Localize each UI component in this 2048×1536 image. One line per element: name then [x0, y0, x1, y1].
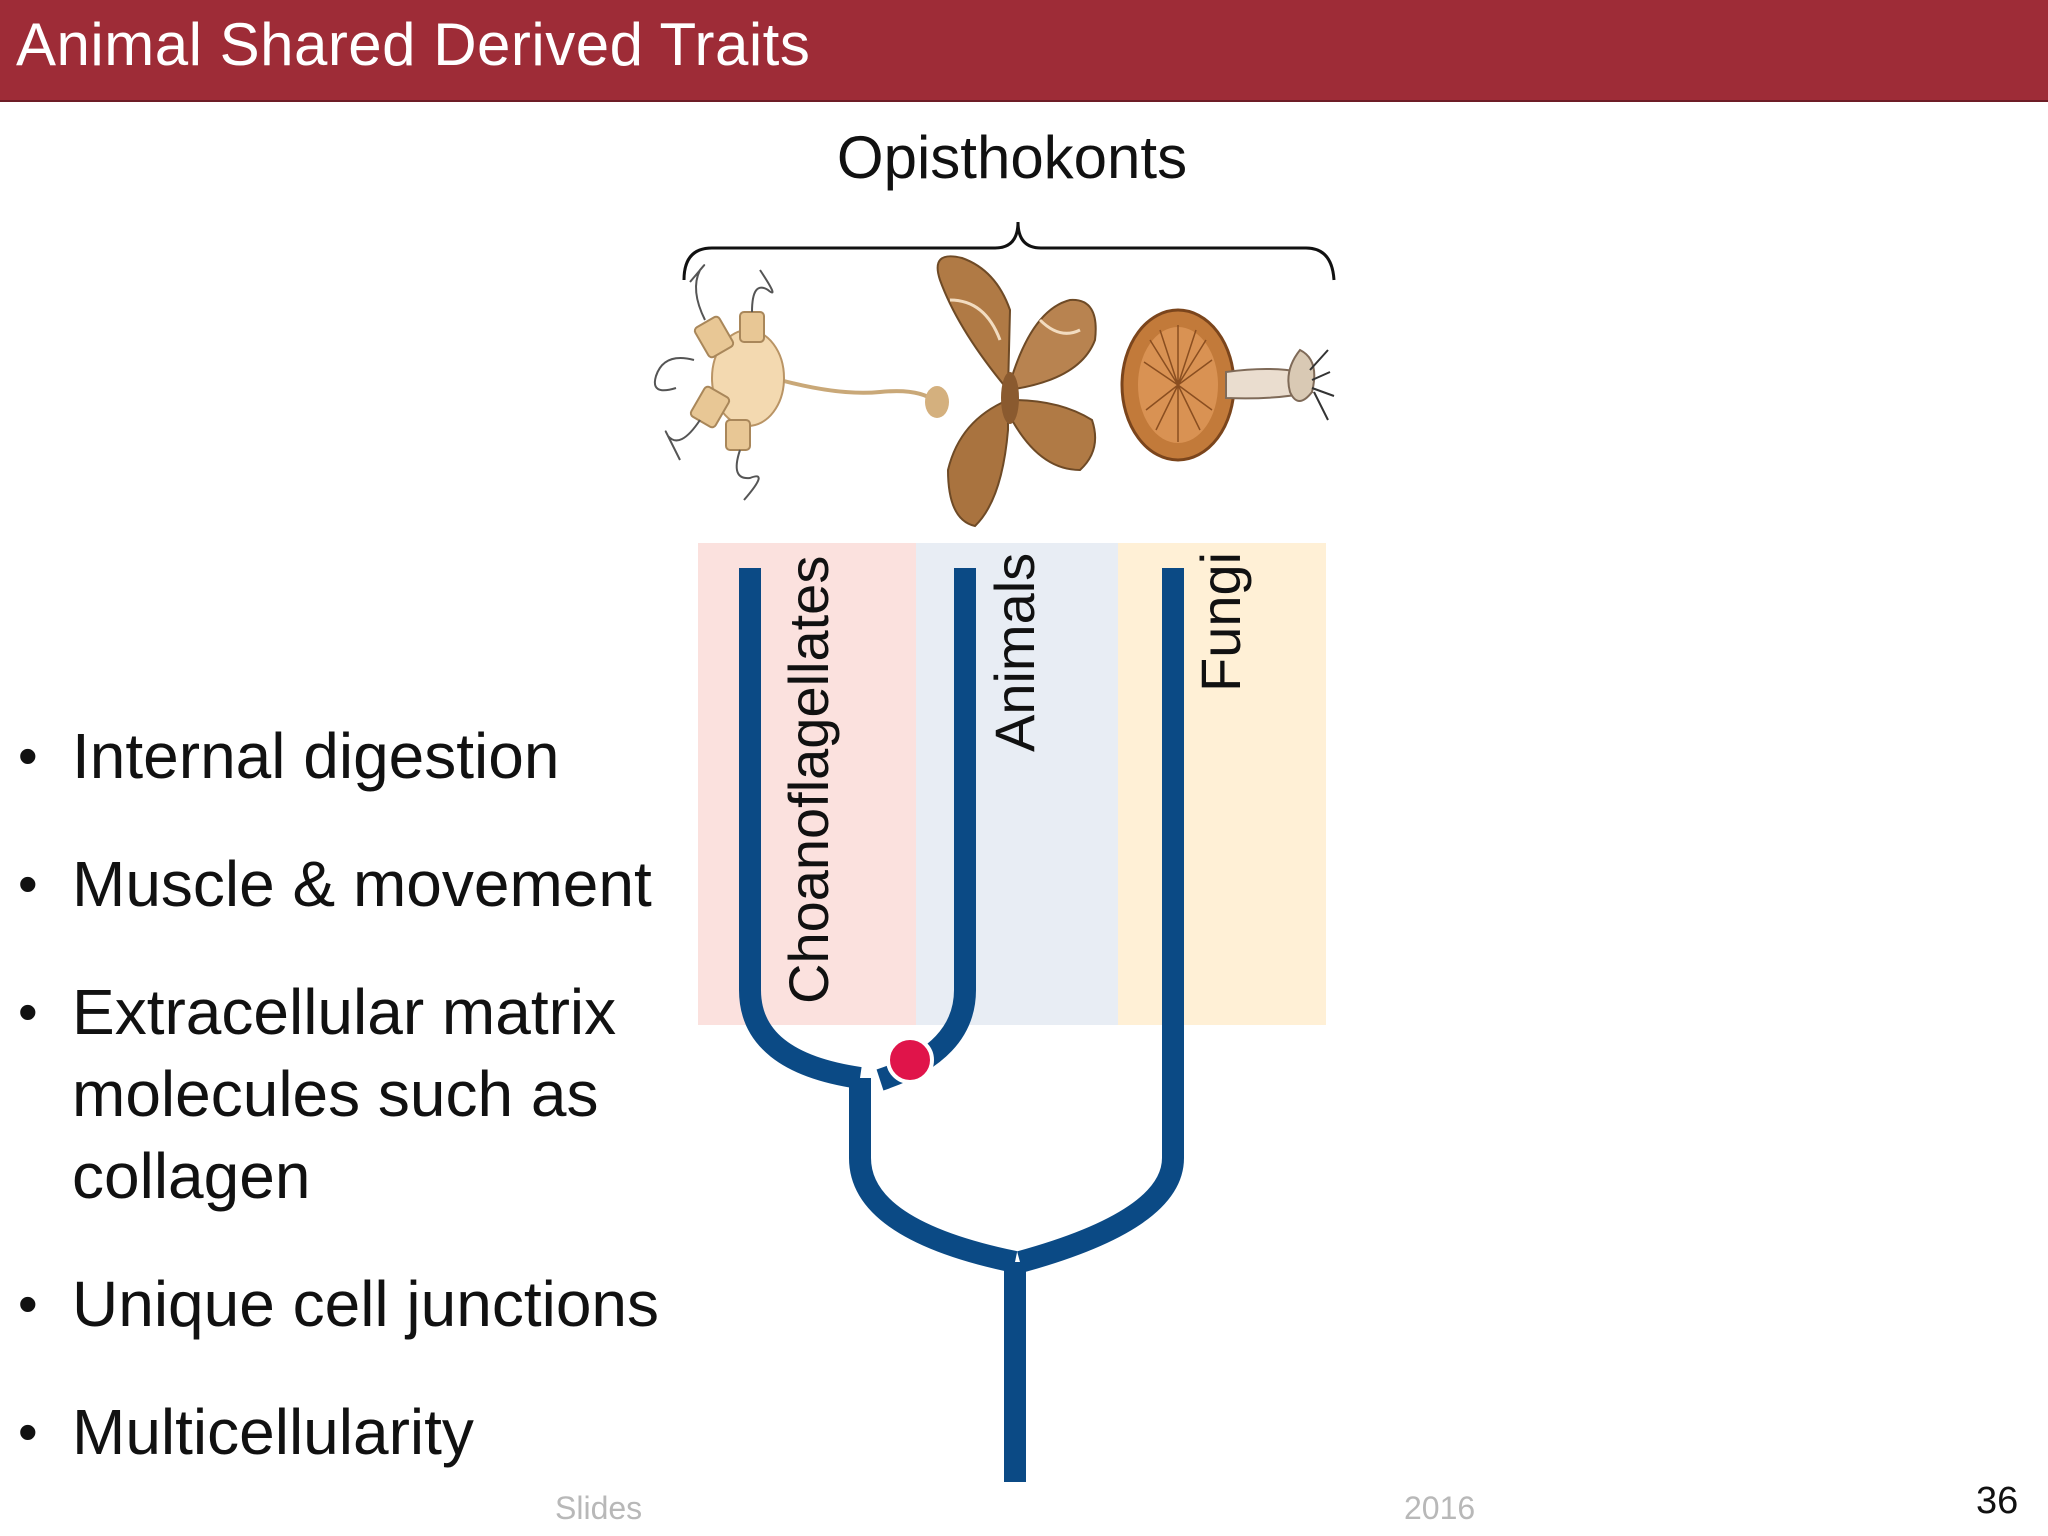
moth-illustration — [936, 255, 1097, 528]
animals-band — [916, 543, 1118, 1025]
trait-item: • Unique cell junctions — [18, 1263, 718, 1345]
trait-text: Unique cell junctions — [72, 1268, 659, 1340]
slide-title: Animal Shared Derived Traits — [16, 11, 811, 78]
footer-left-text: Slides — [555, 1490, 643, 1526]
trait-list: • Internal digestion • Muscle & movement… — [18, 715, 718, 1519]
trait-text: Muscle & movement — [72, 848, 652, 920]
bullet-icon: • — [18, 1272, 38, 1335]
tree-branches — [739, 568, 1184, 1482]
choanoflagellates-label: Choanoflagellates — [777, 556, 840, 1004]
choanoflagellates-branch — [739, 568, 862, 1089]
slide-number: 36 — [1976, 1480, 2019, 1522]
bullet-icon: • — [18, 852, 38, 915]
trait-item: • Extracellular matrix molecules such as… — [18, 971, 712, 1217]
bullet-icon: • — [18, 980, 38, 1043]
choanoflagellate-illustration — [654, 264, 949, 501]
trait-item: • Internal digestion — [18, 715, 718, 797]
choanoflagellates-band — [698, 543, 916, 1025]
bullet-icon: • — [18, 1400, 38, 1463]
opisthokonts-brace — [682, 221, 1336, 281]
opisthokonts-label: Opisthokonts — [837, 124, 1187, 191]
title-bar: Animal Shared Derived Traits — [0, 0, 2048, 102]
animal-node-marker — [886, 1036, 934, 1084]
footer-right-text: 2016 — [1404, 1490, 1476, 1526]
mushroom-illustration — [1120, 308, 1335, 462]
fungi-label: Fungi — [1189, 552, 1252, 692]
trait-item: • Multicellularity — [18, 1391, 718, 1473]
animals-label: Animals — [983, 553, 1046, 752]
trait-item: • Muscle & movement — [18, 843, 718, 925]
fungi-band — [1118, 543, 1326, 1025]
trait-text: Internal digestion — [72, 720, 560, 792]
bullet-icon: • — [18, 724, 38, 787]
fungi-branch — [1017, 568, 1184, 1273]
animal-choano-stem — [849, 1078, 1018, 1273]
trait-text: Multicellularity — [72, 1396, 474, 1468]
trait-text: Extracellular matrix molecules such as c… — [72, 976, 617, 1212]
